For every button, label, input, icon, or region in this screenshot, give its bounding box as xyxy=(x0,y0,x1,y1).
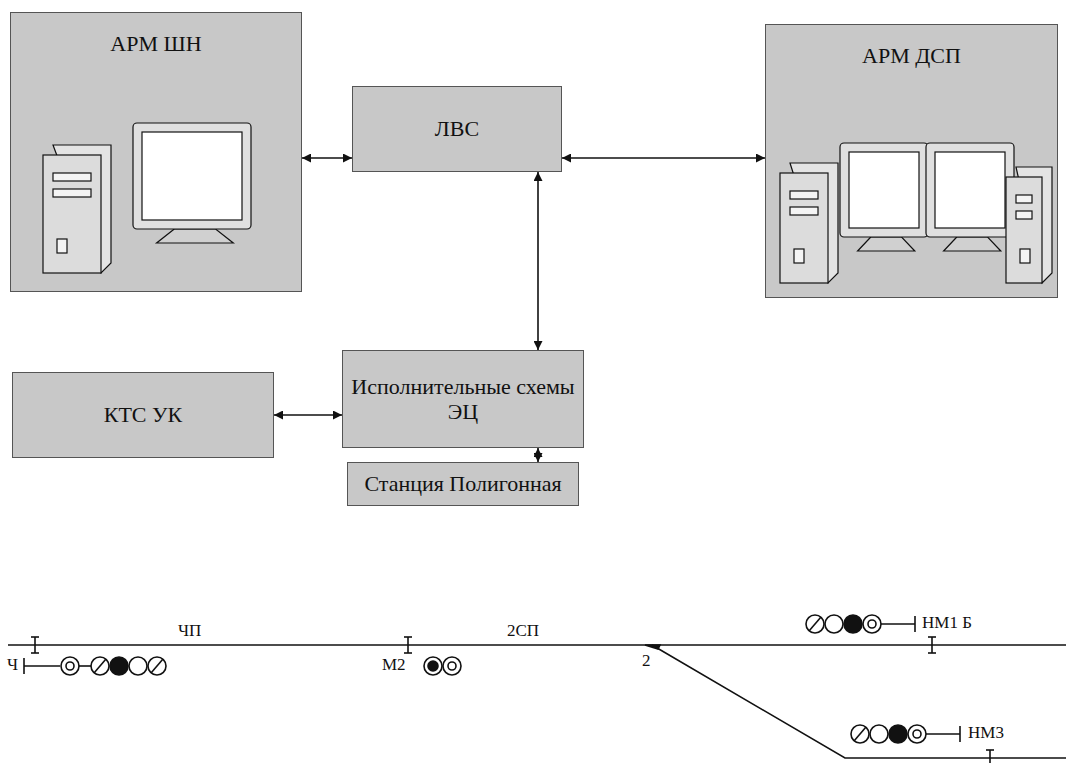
insulated-joint xyxy=(928,637,936,653)
network-box: ЛВС xyxy=(352,86,562,172)
insulated-joint xyxy=(986,750,994,763)
insulated-joint xyxy=(404,637,412,653)
box-title: Станция Полигонная xyxy=(356,471,569,496)
connector-arrow xyxy=(537,448,539,462)
connector-arrow xyxy=(562,157,765,159)
process-box: Станция Полигонная xyxy=(347,462,579,506)
track-label: НМ1 Б xyxy=(920,614,974,633)
signal-nm3 xyxy=(851,725,960,743)
connector-arrow xyxy=(537,172,539,350)
switch-point xyxy=(645,645,660,649)
track-label: ЧП xyxy=(176,622,203,641)
process-box: КТС УК xyxy=(12,372,274,458)
box-title: Исполнительные схемы ЭЦ xyxy=(343,374,583,425)
track-label: Ч xyxy=(5,656,20,675)
signal-ch xyxy=(24,657,166,675)
box-title: КТС УК xyxy=(96,402,191,427)
connector-arrow xyxy=(302,157,352,159)
track-line xyxy=(8,644,1066,646)
signal-m2 xyxy=(424,657,461,675)
connector-arrow xyxy=(274,414,342,416)
track-label: 2 xyxy=(640,652,653,671)
track-line xyxy=(652,645,1066,758)
process-box: Исполнительные схемы ЭЦ xyxy=(342,350,584,448)
insulated-joint xyxy=(31,637,39,653)
track-label: НМ3 xyxy=(966,724,1006,743)
track-label: 2СП xyxy=(505,622,541,641)
box-title: АРМ ШН xyxy=(102,31,209,56)
workstation-box: АРМ ДСП xyxy=(765,24,1058,298)
box-title: ЛВС xyxy=(427,116,487,141)
box-title: АРМ ДСП xyxy=(854,43,969,68)
signal-nm1b xyxy=(806,615,915,633)
track-label: М2 xyxy=(380,656,408,675)
workstation-box: АРМ ШН xyxy=(10,12,302,292)
